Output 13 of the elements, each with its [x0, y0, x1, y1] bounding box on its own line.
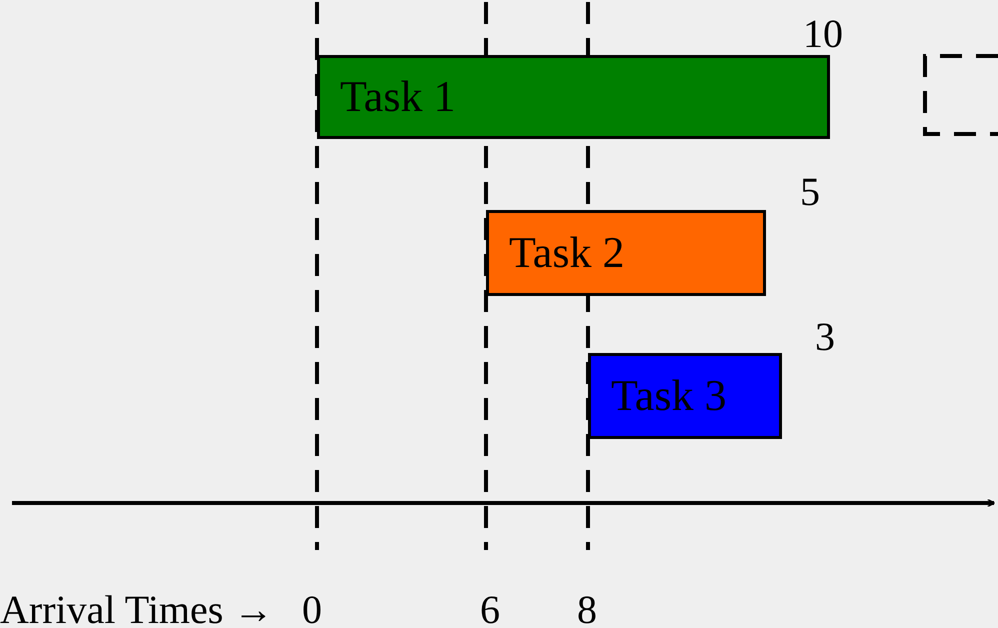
tick-label: 8 — [577, 590, 597, 628]
task-label: Task 1 — [340, 75, 456, 119]
task-bar — [486, 210, 766, 296]
task-label: Task 2 — [509, 231, 624, 275]
tick-label: 0 — [302, 590, 322, 628]
task-duration: 3 — [815, 317, 835, 357]
axis-title: Arrival Times → — [0, 590, 274, 628]
task-duration: 10 — [803, 14, 843, 54]
task-bar — [317, 55, 830, 139]
task-label: Task 3 — [611, 374, 726, 418]
task-duration: 5 — [800, 172, 820, 212]
task-bar — [588, 353, 782, 439]
tick-label: 6 — [480, 590, 500, 628]
